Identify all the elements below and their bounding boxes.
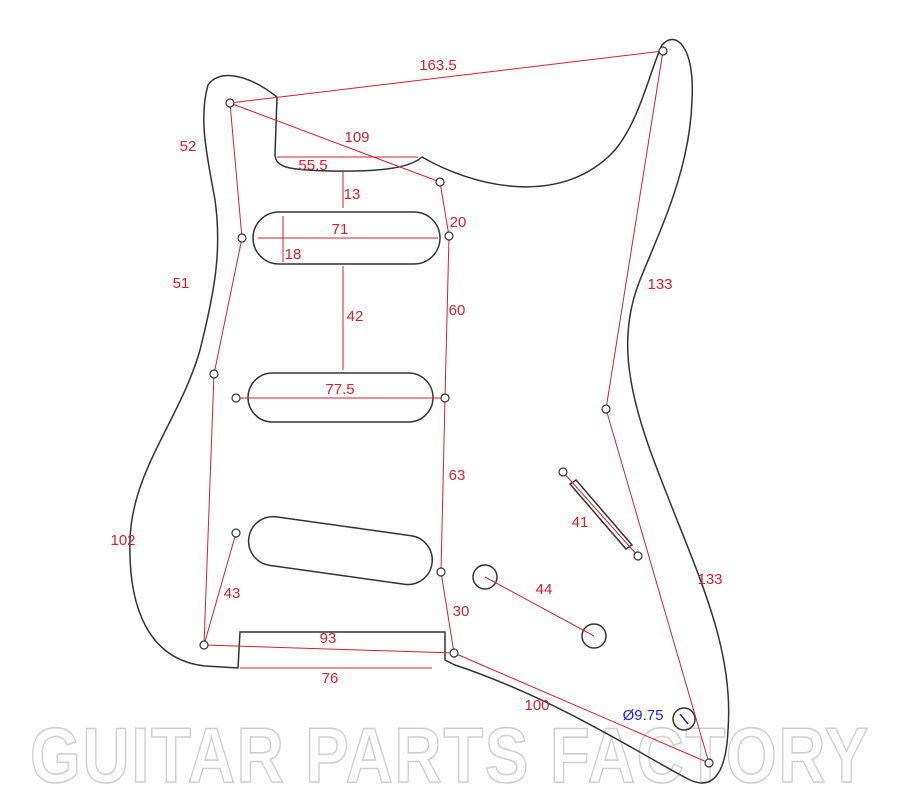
screw-hole [633, 551, 643, 561]
dimension-label-left-diagonal-43: 43 [224, 585, 241, 602]
screw-hole [231, 393, 241, 403]
switch-slot [568, 479, 634, 550]
dimension-label-top-width: 163.5 [419, 57, 457, 74]
dimension-line [453, 652, 710, 764]
dimension-label-right-lower: 133 [697, 571, 722, 588]
dimension-line [203, 532, 237, 646]
dimension-label-pickup-spacing: 42 [347, 308, 364, 325]
screw-hole [449, 648, 459, 658]
screw-hole [237, 233, 247, 243]
neck-pickup-slot [252, 211, 441, 265]
screw-hole [440, 393, 450, 403]
dimension-line [440, 397, 446, 573]
dimension-label-switch-slot: 41 [572, 514, 589, 531]
dimension-label-neck-pickup-width: 18 [285, 246, 302, 263]
screw-hole [435, 177, 445, 187]
dimension-line [229, 50, 664, 104]
bridge-pickup-slot [247, 515, 434, 586]
dimension-line [213, 237, 243, 375]
dimension-label-neck-to-pickup-gap: 13 [344, 186, 361, 203]
dimension-line [203, 644, 455, 654]
screw-hole [601, 404, 611, 414]
dimension-line [229, 102, 441, 183]
dimension-label-right-upper: 133 [647, 276, 672, 293]
dimension-line [229, 102, 243, 239]
dimension-label-diagonal-to-horn: 109 [344, 129, 369, 146]
dimension-label-neck-pickup-length: 71 [332, 221, 349, 238]
dimension-line [440, 571, 455, 654]
volume-pot-hole [472, 564, 498, 590]
dimension-label-mount-hole-spacing-20: 20 [450, 214, 467, 231]
dimension-label-control-spacing: 44 [536, 581, 553, 598]
dimension-label-bottom-holes: 93 [320, 630, 337, 647]
tone-pot-hole [581, 623, 607, 649]
pickguard-outline [129, 38, 730, 784]
dimension-line [562, 471, 639, 557]
screw-hole [658, 46, 668, 56]
watermark: GUITAR PARTS FACTORY [30, 711, 870, 799]
dimension-label-bottom-cutout: 76 [322, 670, 339, 687]
dimension-label-jack-diameter: Ø9.75 [623, 707, 664, 724]
screw-hole [231, 528, 241, 538]
diameter-line [679, 713, 689, 725]
screw-hole [209, 369, 219, 379]
dimension-label-neck-pocket-width: 55.5 [298, 157, 327, 174]
dimension-label-left-middle: 51 [173, 275, 190, 292]
screw-hole [225, 98, 235, 108]
dimension-line [444, 235, 450, 399]
dimension-line [605, 408, 710, 764]
screw-hole [444, 231, 454, 241]
dimension-label-middle-pickup-length: 77.5 [325, 381, 354, 398]
dimension-line [484, 576, 595, 637]
screw-hole [436, 567, 446, 577]
screw-hole [704, 758, 714, 768]
dimension-label-right-spacing-63: 63 [449, 467, 466, 484]
dimension-line [439, 181, 450, 237]
dimension-label-bottom-diagonal: 100 [524, 697, 549, 714]
jack-hole [672, 707, 696, 731]
dimension-label-left-top: 52 [180, 138, 197, 155]
dimension-line [203, 373, 215, 646]
dimension-label-right-spacing-60: 60 [449, 302, 466, 319]
screw-hole [558, 467, 568, 477]
dimension-label-right-spacing-30: 30 [453, 603, 470, 620]
dimension-label-left-bottom: 102 [110, 532, 135, 549]
screw-hole [199, 640, 209, 650]
dimension-line [605, 50, 664, 410]
